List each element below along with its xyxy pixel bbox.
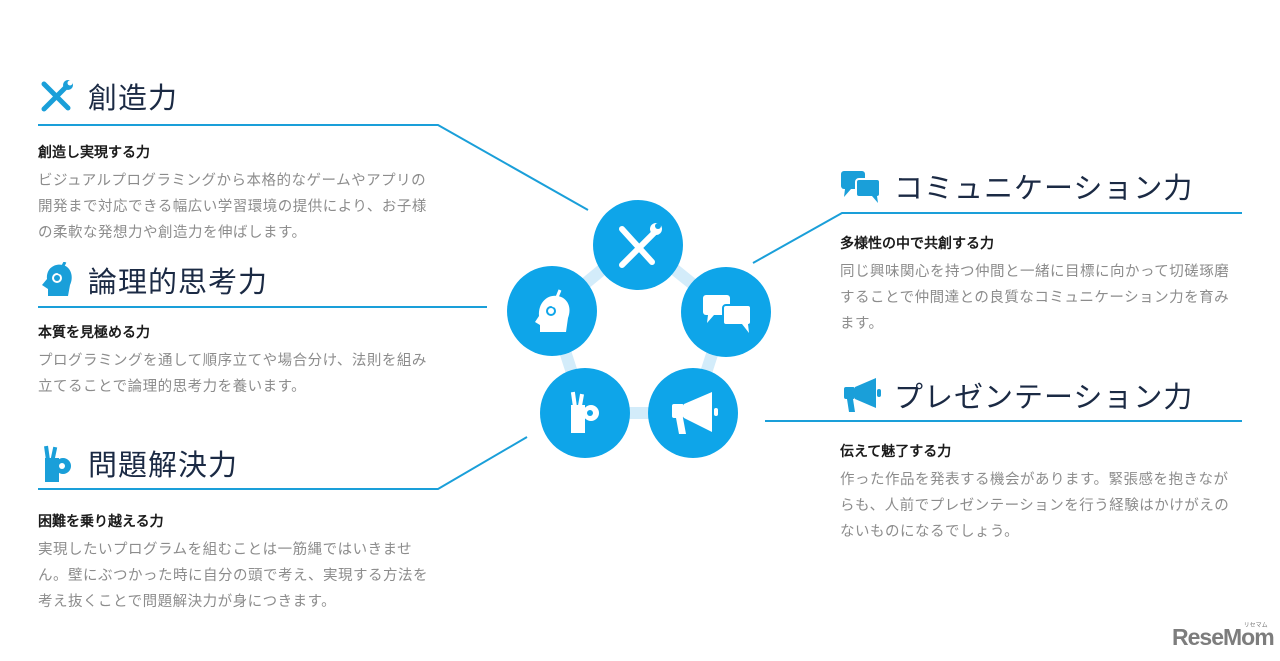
creativity-connector bbox=[38, 124, 589, 211]
skill-title: 論理的思考力 bbox=[88, 265, 269, 299]
skill-title: 問題解決力 bbox=[88, 448, 239, 482]
resemom-watermark: ReseMom リセマム bbox=[1172, 623, 1275, 651]
watermark-kana: リセマム bbox=[1243, 623, 1268, 629]
chat-bubbles-icon bbox=[840, 167, 882, 205]
skill-description: ビジュアルプログラミングから本格的なゲームやアプリの開発まで対応できる幅広い学習… bbox=[38, 173, 427, 241]
skill-title: プレゼンテーション力 bbox=[894, 380, 1194, 414]
tools-icon bbox=[38, 77, 76, 115]
skill-description: 同じ興味関心を持つ仲間と一緒に目標に向かって切磋琢磨することで仲間達との良質なコ… bbox=[840, 264, 1230, 332]
skill-subtitle: 本質を見極める力 bbox=[38, 325, 150, 341]
skill-logical-thinking: 論理的思考力 本質を見極める力 プログラミングを通して順序立てや場合分け、法則を… bbox=[38, 258, 438, 400]
problem-solving-connector bbox=[38, 436, 528, 490]
skill-description: プログラミングを通して順序立てや場合分け、法則を組み立てることで論理的思考力を養… bbox=[38, 353, 427, 395]
head-idea-icon bbox=[535, 289, 570, 332]
skill-presentation: プレゼンテーション力 伝えて魅了する力 作った作品を発表する機会があります。緊張… bbox=[840, 373, 1240, 545]
skill-title: コミュニケーション力 bbox=[894, 171, 1194, 205]
ok-hand-icon bbox=[570, 391, 599, 433]
skill-subtitle: 多様性の中で共創する力 bbox=[840, 236, 994, 252]
skill-description: 作った作品を発表する機会があります。緊張感を抱きながらも、人前でプレゼンテーショ… bbox=[840, 472, 1230, 540]
skill-subtitle: 創造し実現する力 bbox=[38, 145, 150, 161]
skill-creativity: 創造力 創造し実現する力 ビジュアルプログラミングから本格的なゲームやアプリの開… bbox=[38, 74, 438, 246]
communication-connector bbox=[752, 212, 1242, 264]
skill-subtitle: 困難を乗り越える力 bbox=[38, 514, 164, 530]
chat-bubbles-icon bbox=[703, 295, 752, 333]
ok-hand-icon bbox=[38, 444, 76, 482]
watermark-text: ReseMom bbox=[1172, 624, 1275, 650]
skill-communication: コミュニケーション力 多様性の中で共創する力 同じ興味関心を持つ仲間と一緒に目標… bbox=[840, 164, 1240, 337]
skill-description: 実現したいプログラムを組むことは一筋縄ではいきません。壁にぶつかった時に自分の頭… bbox=[38, 542, 428, 610]
tools-icon bbox=[619, 226, 657, 268]
skill-subtitle: 伝えて魅了する力 bbox=[840, 444, 952, 460]
megaphone-icon bbox=[840, 376, 882, 414]
megaphone-icon bbox=[672, 392, 718, 434]
skill-problem-solving: 問題解決力 困難を乗り越える力 実現したいプログラムを組むことは一筋縄ではいきま… bbox=[38, 441, 438, 615]
skill-title: 創造力 bbox=[88, 81, 179, 115]
head-idea-icon bbox=[38, 261, 76, 299]
